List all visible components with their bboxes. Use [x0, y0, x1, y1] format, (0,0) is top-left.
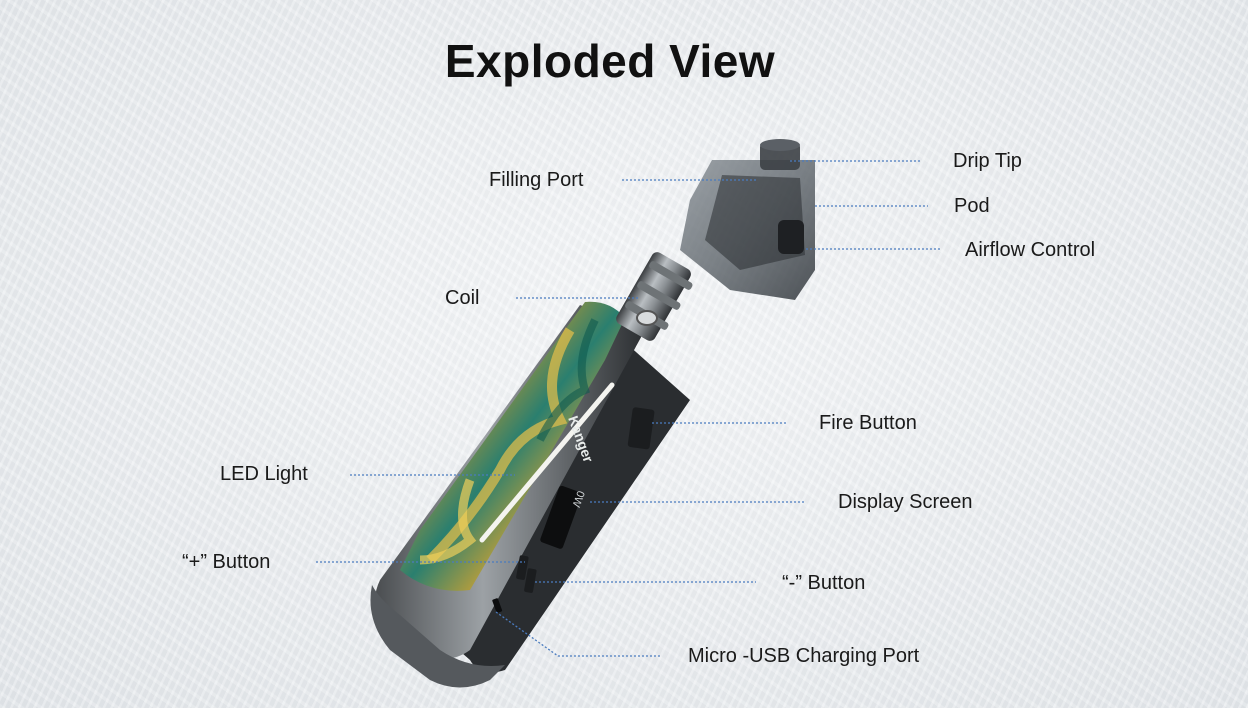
label-drip-tip: Drip Tip	[953, 150, 1022, 172]
label-pod: Pod	[954, 195, 990, 217]
drip-tip-part	[760, 139, 800, 170]
label-display-screen: Display Screen	[838, 491, 973, 513]
pod-part	[680, 160, 815, 300]
airflow-ring	[778, 220, 804, 254]
label-filling-port: Filling Port	[489, 169, 584, 191]
display-screen-part	[540, 485, 582, 549]
label-usb-port: Micro -USB Charging Port	[688, 645, 920, 667]
page-title: Exploded View	[444, 35, 776, 87]
label-coil: Coil	[445, 287, 480, 309]
led-light-strip	[479, 382, 615, 543]
plus-button-part	[516, 555, 529, 580]
label-led-light: LED Light	[220, 463, 308, 485]
label-airflow-control: Airflow Control	[965, 239, 1096, 261]
leader-usb-port	[495, 611, 662, 657]
mod-body: 0W Kanger	[370, 301, 690, 688]
display-reading: 0W	[569, 489, 586, 509]
usb-port-part	[492, 598, 503, 613]
coil-part	[616, 252, 693, 341]
label-plus-button: “+” Button	[182, 551, 271, 573]
label-minus-button: “-” Button	[782, 572, 866, 594]
fire-button-part	[627, 407, 655, 450]
minus-button-part	[524, 568, 537, 593]
leader-lines	[316, 160, 942, 657]
label-fire-button: Fire Button	[819, 412, 917, 434]
